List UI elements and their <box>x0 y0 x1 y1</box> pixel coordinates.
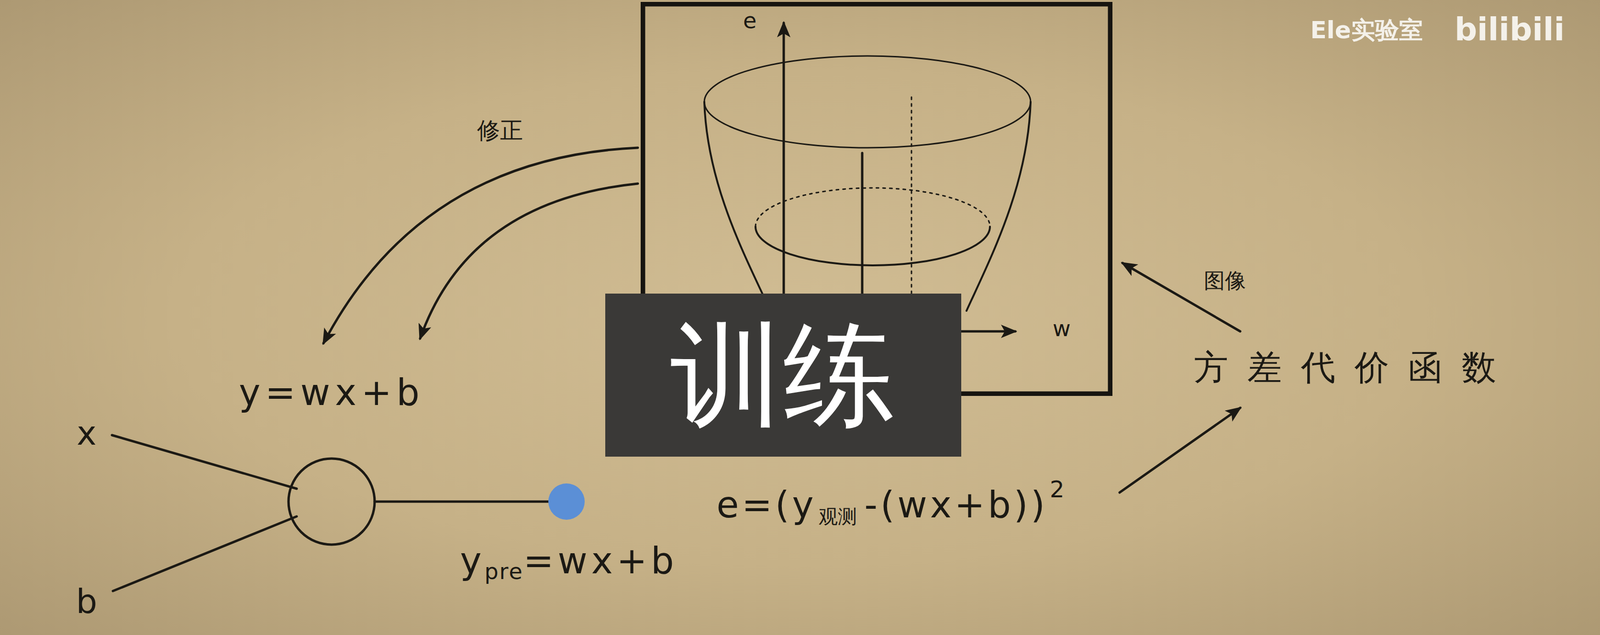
formula-part: =wx+b <box>523 540 678 582</box>
e-axis <box>782 22 786 312</box>
watermark: Ele实验室 <box>1310 16 1423 45</box>
output-dot <box>548 483 585 521</box>
correction-arrow <box>323 147 638 344</box>
bowl-level-front <box>755 226 990 266</box>
formula-part: -(wx+b)) <box>864 484 1048 526</box>
formula-part: y <box>459 540 485 582</box>
superscript: 2 <box>1049 476 1065 503</box>
cost-function-label: 方差代价函数 <box>1193 347 1516 388</box>
bowl-level-back <box>755 188 990 227</box>
caption-text: 训练 <box>670 310 897 441</box>
arrow-label: 图像 <box>1203 268 1246 294</box>
neuron-circle <box>288 458 375 545</box>
subscript: 观测 <box>818 505 857 528</box>
formula: y=wx+b <box>238 371 425 414</box>
bowl-side <box>966 101 1031 312</box>
caption-box: 训练 <box>605 293 962 457</box>
input-label: x <box>76 414 97 454</box>
watermark-logo: bilibili <box>1454 11 1565 48</box>
axis-label: e <box>743 8 757 34</box>
subscript: pre <box>484 559 523 585</box>
output-line <box>374 500 551 504</box>
formula-part: e=(y <box>716 484 817 526</box>
axis-label: w <box>1052 316 1071 342</box>
formula-group: e=(y观测-(wx+b))2 <box>716 484 1065 526</box>
cost-arrow <box>1119 408 1241 493</box>
input-line <box>112 516 297 592</box>
bowl-rim <box>704 55 1031 148</box>
bowl-side <box>704 101 771 312</box>
arrow-label: 修正 <box>477 117 523 144</box>
inner-axis <box>861 153 864 312</box>
input-line <box>111 435 297 489</box>
formula-group: ypre=wx+b <box>459 540 678 582</box>
input-label: b <box>76 582 98 622</box>
w-axis <box>952 330 1016 334</box>
dotted-axis <box>911 97 913 312</box>
